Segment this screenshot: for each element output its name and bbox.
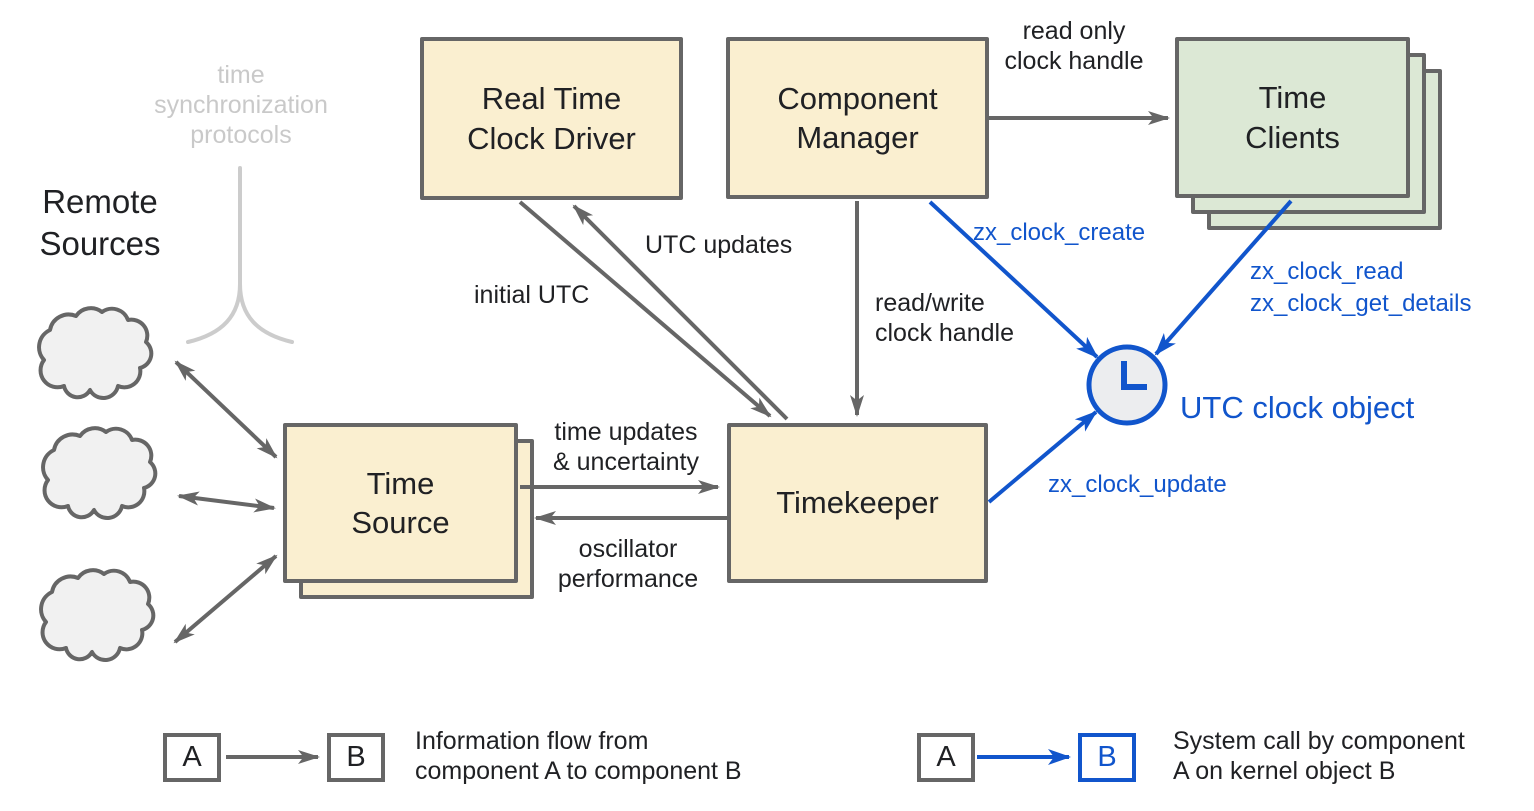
- node-component-manager: Component Manager: [726, 37, 989, 199]
- edge-label-initial-utc: initial UTC: [474, 281, 590, 309]
- flow-arrow-cloud2-timesource: [177, 491, 276, 513]
- edge-label-time-updates: time updates & uncertainty: [553, 418, 699, 476]
- flow-arrow-cloud3-timesource: [173, 554, 278, 644]
- node-real-time-clock-driver: Real Time Clock Driver: [420, 37, 683, 200]
- edge-label-zx-clock-update: zx_clock_update: [1048, 471, 1227, 498]
- utc-clock-object-label: UTC clock object: [1180, 390, 1415, 425]
- node-timekeeper: Timekeeper: [727, 423, 988, 583]
- protocols-brace: [186, 166, 294, 344]
- cloud-icon-3: [39, 568, 156, 663]
- edge-label-read-only-clock-handle: read only clock handle: [1004, 17, 1144, 75]
- edge-label-zx-clock-read: zx_clock_read zx_clock_get_details: [1250, 258, 1472, 317]
- legend-syscall-text: System call by component A on kernel obj…: [1173, 727, 1465, 785]
- legend-syscall-box-b: B: [1078, 733, 1136, 782]
- clock-icon: [1086, 344, 1168, 426]
- edge-label-oscillator-performance: oscillator performance: [557, 535, 699, 593]
- remote-sources-label: Remote Sources: [39, 183, 161, 263]
- cloud-icon-2: [41, 426, 158, 521]
- edge-label-utc-updates: UTC updates: [645, 231, 793, 259]
- flow-arrow-cloud1-timesource: [174, 360, 278, 459]
- node-time-clients: Time Clients: [1175, 37, 1410, 198]
- legend-flow-text: Information flow from component A to com…: [415, 727, 742, 785]
- edge-label-read-write-clock-handle: read/write clock handle: [875, 289, 1014, 347]
- edge-label-zx-clock-create: zx_clock_create: [973, 219, 1146, 246]
- protocols-annotation: time synchronization protocols: [154, 61, 328, 149]
- legend-syscall-box-a: A: [917, 733, 975, 782]
- cloud-icon-1: [37, 306, 154, 401]
- legend-flow-box-a: A: [163, 733, 221, 782]
- node-time-source: Time Source: [283, 423, 518, 583]
- legend-flow-box-b: B: [327, 733, 385, 782]
